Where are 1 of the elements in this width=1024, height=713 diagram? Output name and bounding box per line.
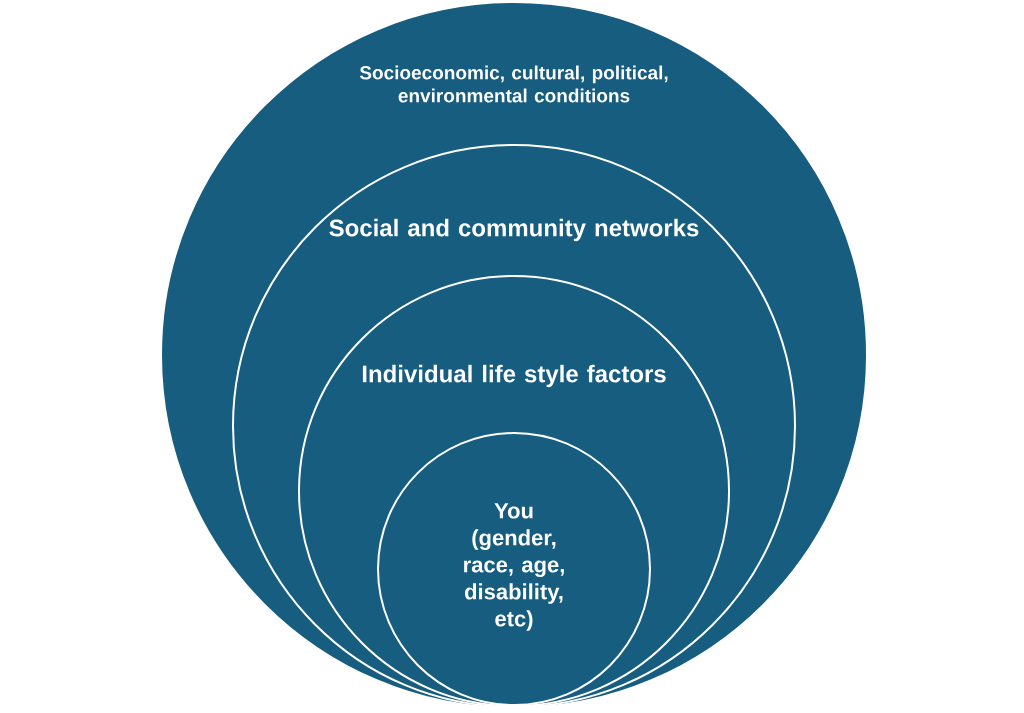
ring: You (gender, race, age, disability, etc)	[377, 432, 651, 706]
